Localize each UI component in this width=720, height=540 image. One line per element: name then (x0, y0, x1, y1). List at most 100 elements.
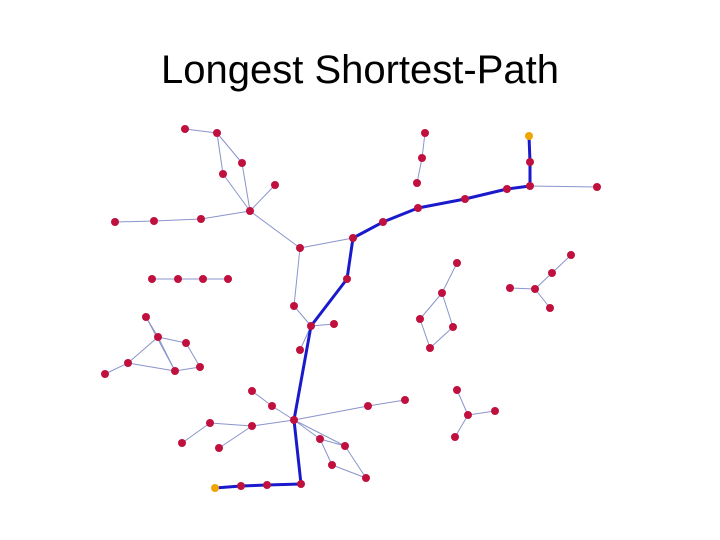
graph-node (182, 339, 190, 347)
graph-edge (184, 128, 218, 134)
shortest-path-edges (213, 134, 532, 490)
shortest-path-edge (351, 220, 385, 240)
graph-node (418, 154, 426, 162)
graph-edge (153, 218, 202, 222)
graph-node (364, 402, 372, 410)
graph-node (449, 323, 457, 331)
graph-node (197, 215, 205, 223)
graph-node (268, 402, 276, 410)
graph-edge (209, 422, 253, 427)
slide-title: Longest Shortest-Path (160, 48, 560, 92)
shortest-path-edge (309, 277, 349, 328)
graph-node (491, 407, 499, 415)
graph-node (196, 363, 204, 371)
shortest-path-edge (292, 418, 303, 486)
graph-edge (534, 288, 551, 309)
graph-edge (249, 184, 276, 212)
graph-node (362, 474, 370, 482)
graph-node (461, 195, 469, 203)
graph-node (181, 125, 189, 133)
graph-edge (293, 305, 312, 327)
graph-edge (441, 292, 454, 328)
graph-node (341, 442, 349, 450)
graph-node (219, 170, 227, 178)
shortest-path-edge (463, 187, 509, 201)
graph-node (546, 304, 554, 312)
graph-node (224, 275, 232, 283)
graph-edge (218, 425, 253, 449)
graph-edge (299, 237, 354, 249)
graph-edge (104, 362, 129, 375)
graph-edge (419, 292, 443, 320)
graph-edge (157, 336, 176, 372)
path-endpoint-node (211, 484, 219, 492)
graph-node (142, 313, 150, 321)
graph-node (178, 439, 186, 447)
graph-node (174, 275, 182, 283)
graph-node (297, 480, 305, 488)
graph-node (548, 269, 556, 277)
graph-edge (251, 419, 295, 427)
graph-edge (222, 173, 251, 212)
graph-edge (200, 210, 251, 220)
graph-node (328, 461, 336, 469)
shortest-path-edge (416, 197, 467, 210)
graph-edge (416, 157, 423, 184)
graph-edge (344, 445, 367, 479)
graph-node (290, 416, 298, 424)
graph-node (124, 359, 132, 367)
graph-edge (174, 366, 201, 372)
graph-edge (185, 342, 201, 368)
graph-edge (293, 419, 346, 447)
graph-edge (319, 438, 333, 466)
graph-node (171, 367, 179, 375)
graph-node (296, 244, 304, 252)
graph-node (238, 159, 246, 167)
graph-node (414, 204, 422, 212)
graph-edge (319, 438, 346, 447)
graph-node (148, 275, 156, 283)
shortest-path-edge (381, 206, 420, 224)
shortest-path-edge (265, 482, 303, 487)
graph-edge (441, 262, 458, 294)
graph-node (413, 179, 421, 187)
graph-edge (271, 405, 295, 421)
graph-node (248, 422, 256, 430)
graph-edge (467, 410, 496, 416)
graph-node (464, 411, 472, 419)
shortest-path-edge (239, 483, 269, 488)
graph-node (506, 284, 514, 292)
graph-node (206, 419, 214, 427)
graph-nodes (101, 125, 601, 492)
graph-node (503, 185, 511, 193)
graph-edge (293, 405, 369, 421)
graph-node (213, 129, 221, 137)
graph-node (316, 435, 324, 443)
graph-edge (293, 419, 321, 440)
graph-edge (367, 399, 406, 407)
graph-node (531, 285, 539, 293)
graph-node (349, 234, 357, 242)
graph-edge (251, 390, 273, 407)
graph-edge (331, 464, 367, 479)
graph-node (237, 482, 245, 490)
graph-node (263, 481, 271, 489)
graph-node (271, 181, 279, 189)
graph-edge (216, 132, 224, 175)
graph-node (307, 322, 315, 330)
graph-edge (419, 318, 431, 349)
path-endpoint-node (525, 132, 533, 140)
graph-node (199, 275, 207, 283)
graph-node (246, 207, 254, 215)
shortest-path-edge (345, 236, 355, 281)
graph-node (451, 433, 459, 441)
graph-node (438, 289, 446, 297)
graph-edge (127, 336, 159, 364)
graph-node (154, 333, 162, 341)
graph-node (330, 320, 338, 328)
graph-edge (249, 210, 301, 249)
graph-node (150, 217, 158, 225)
graph-node (343, 275, 351, 283)
